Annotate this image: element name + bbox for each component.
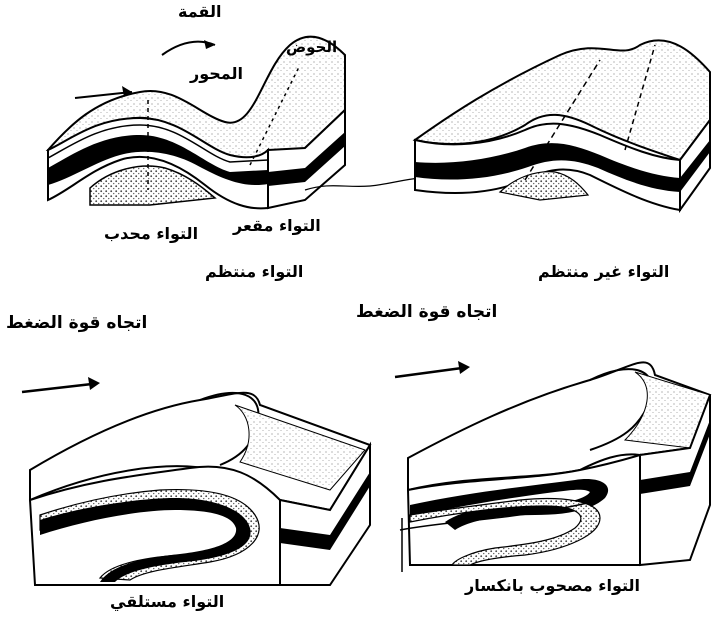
compression-direction-left-label: اتجاه قوة الضغط <box>6 315 147 332</box>
crest-arrow-head <box>204 40 215 49</box>
irregular-fold-label: التواء غير منتظم <box>538 264 669 280</box>
axis-label: المحور <box>190 66 243 82</box>
recumbent-fold-label: التواء مستلقي <box>110 594 224 610</box>
anticline-label: التواء محدب <box>104 226 198 242</box>
compression-arrow-right-line <box>395 368 462 377</box>
syncline-label: التواء مقعر <box>233 218 321 234</box>
compression-direction-right-label: اتجاه قوة الضغط <box>356 304 497 321</box>
recumbent-fold-block <box>22 377 370 585</box>
regular-fold-label: التواء منتظم <box>205 264 303 280</box>
overthrust-fold-label: التواء مصحوب بانكسار <box>465 578 640 594</box>
compression-arrow-left-line <box>22 384 92 392</box>
overthrust-fold-block <box>395 361 710 572</box>
irregular-fold-block <box>415 40 710 210</box>
compression-arrow-left-head <box>88 377 100 390</box>
compression-arrow-right-head <box>458 361 470 374</box>
crest-label: القمة <box>178 4 221 20</box>
regular-fold-block <box>48 37 345 209</box>
trough-label: الحوض <box>286 40 337 55</box>
